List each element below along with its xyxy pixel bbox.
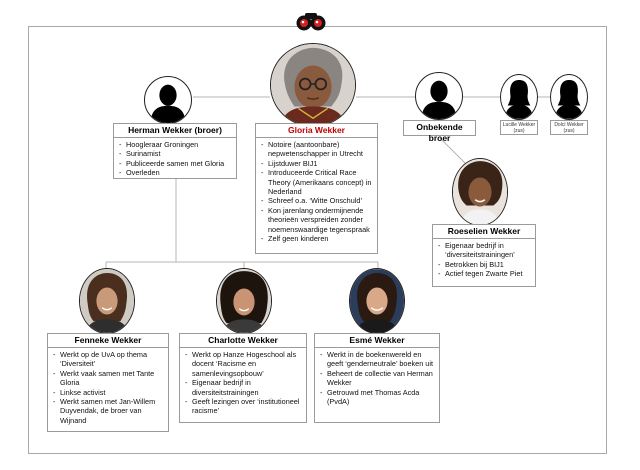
list-item: Getrouwd met Thomas Acda (PvdA) <box>319 388 436 407</box>
esme-name: Esmé Wekker <box>315 334 439 348</box>
list-item: Betrokken bij BIJ1 <box>437 260 532 270</box>
dolci-note: (zus) <box>563 128 575 134</box>
list-item: Surinamist <box>118 149 233 159</box>
list-item: Zelf geen kinderen <box>260 234 374 244</box>
roeselien-portrait <box>452 158 508 226</box>
charlotte-card: Charlotte Wekker Werkt op Hanze Hogescho… <box>179 333 307 423</box>
esme-card: Esmé Wekker Werkt in de boekenwereld en … <box>314 333 440 423</box>
list-item: Eigenaar bedrijf in diversiteitstraining… <box>184 378 303 397</box>
list-item: Werkt op Hanze Hogeschool als docent ‘Ra… <box>184 350 303 378</box>
list-item: Linkse activist <box>52 388 165 398</box>
fenneke-bullets: Werkt op de UvA op thema ‘Diversiteit’ W… <box>48 348 168 428</box>
list-item: Actief tegen Zwarte Piet <box>437 269 532 279</box>
charlotte-bullets: Werkt op Hanze Hogeschool als docent ‘Ra… <box>180 348 306 419</box>
list-item: Publiceerde samen met Gloria <box>118 159 233 169</box>
gloria-portrait <box>270 43 356 127</box>
list-item: Hoogleraar Groningen <box>118 140 233 150</box>
fenneke-portrait <box>79 268 135 334</box>
list-item: Eigenaar bedrijf in ‘diversiteitstrainin… <box>437 241 532 260</box>
list-item: Introduceerde Critical Race Theory (Amer… <box>260 168 374 196</box>
roeselien-card: Roeselien Wekker Eigenaar bedrijf in ‘di… <box>432 224 536 287</box>
list-item: Werkt in de boekenwereld en geeft ‘gende… <box>319 350 436 369</box>
fenneke-card: Fenneke Wekker Werkt op de UvA op thema … <box>47 333 169 432</box>
onbekende-card: Onbekende broer <box>403 120 476 143</box>
lucille-silhouette <box>500 74 538 120</box>
list-item: Kon jarenlang ondermijnende theorieën ve… <box>260 206 374 234</box>
dolci-name: Dolci Wekker <box>554 122 584 128</box>
list-item: Notoire (aantoonbare) nepwetenschapper i… <box>260 140 374 159</box>
list-item: Werkt samen met Jan-Willem Duyvendak, de… <box>52 397 165 425</box>
female-silhouette-icon <box>504 79 534 119</box>
onbekende-silhouette <box>415 72 463 120</box>
binoculars-icon <box>296 10 326 32</box>
list-item: Geeft lezingen over ‘institutioneel raci… <box>184 397 303 416</box>
roeselien-name: Roeselien Wekker <box>433 225 535 239</box>
dolci-silhouette <box>550 74 588 120</box>
list-item: Lijstduwer BIJ1 <box>260 159 374 169</box>
list-item: Werkt op de UvA op thema ‘Diversiteit’ <box>52 350 165 369</box>
herman-bullets: Hoogleraar Groningen Surinamist Publicee… <box>114 138 236 181</box>
list-item: Schreef o.a. ‘Witte Onschuld’ <box>260 196 374 206</box>
lucille-name: Lucille Wekker <box>502 122 536 128</box>
male-silhouette-icon <box>150 84 186 123</box>
roeselien-bullets: Eigenaar bedrijf in ‘diversiteitstrainin… <box>433 239 535 282</box>
esme-bullets: Werkt in de boekenwereld en geeft ‘gende… <box>315 348 439 409</box>
gloria-name: Gloria Wekker <box>256 124 377 138</box>
gloria-bullets: Notoire (aantoonbare) nepwetenschapper i… <box>256 138 377 246</box>
lucille-label: Lucille Wekker (zus) <box>500 120 538 135</box>
charlotte-portrait <box>216 268 272 334</box>
herman-name: Herman Wekker (broer) <box>114 124 236 138</box>
dolci-label: Dolci Wekker (zus) <box>550 120 588 135</box>
onbekende-name: Onbekende broer <box>416 122 463 143</box>
female-silhouette-icon <box>554 79 584 119</box>
charlotte-name: Charlotte Wekker <box>180 334 306 348</box>
list-item: Overleden <box>118 168 233 178</box>
fenneke-name: Fenneke Wekker <box>48 334 168 348</box>
male-silhouette-icon <box>421 80 457 119</box>
herman-silhouette <box>144 76 192 124</box>
herman-card: Herman Wekker (broer) Hoogleraar Groning… <box>113 123 237 179</box>
gloria-card: Gloria Wekker Notoire (aantoonbare) nepw… <box>255 123 378 254</box>
list-item: Beheert de collectie van Herman Wekker <box>319 369 436 388</box>
list-item: Werkt vaak samen met Tante Gloria <box>52 369 165 388</box>
esme-portrait <box>349 268 405 334</box>
lucille-note: (zus) <box>513 128 525 134</box>
